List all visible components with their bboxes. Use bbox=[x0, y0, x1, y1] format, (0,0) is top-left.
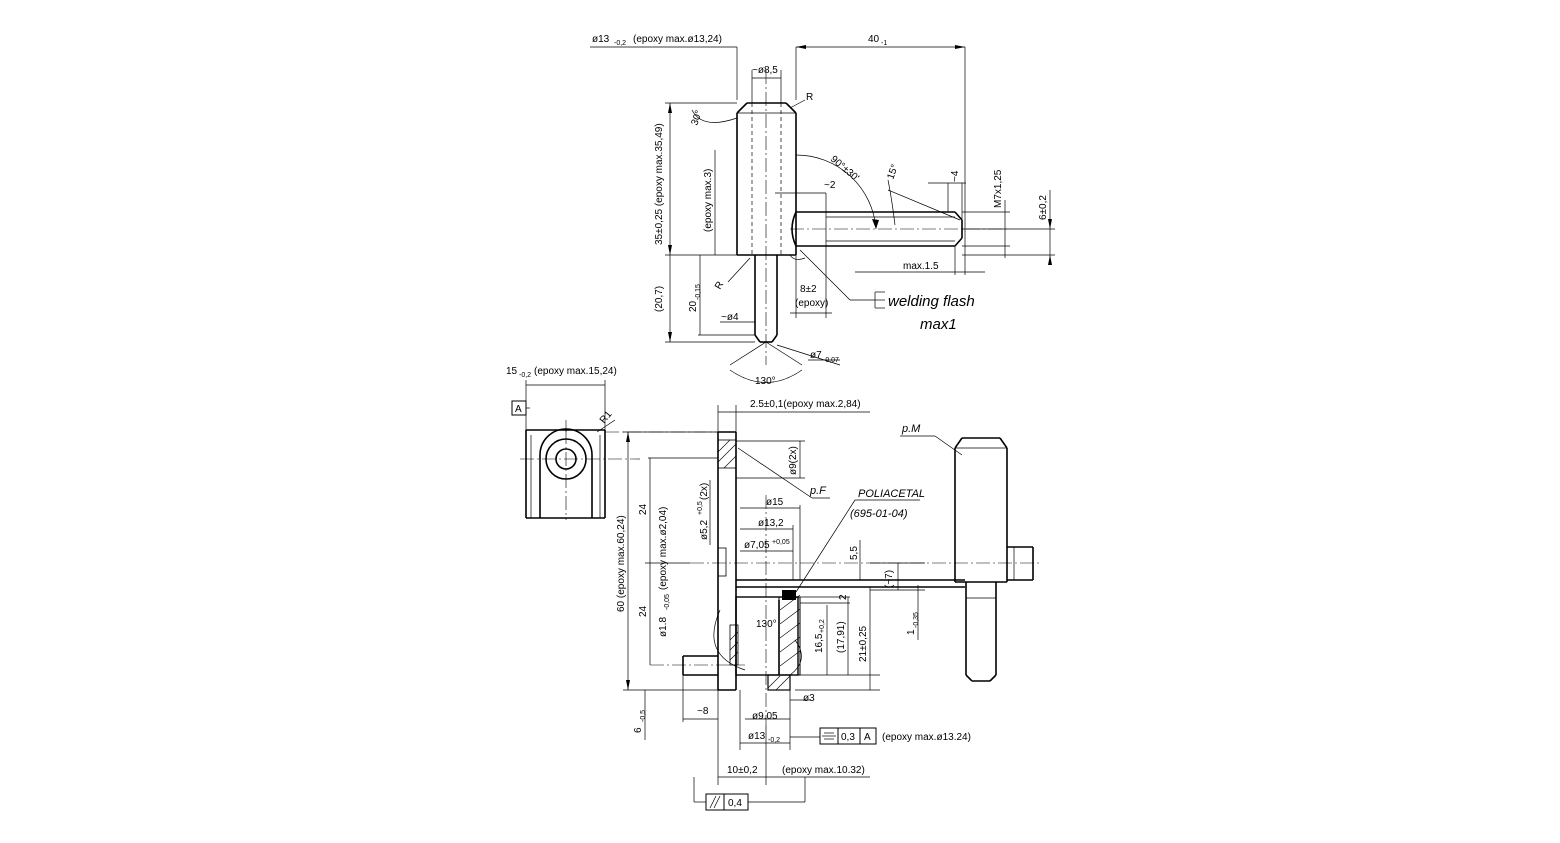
top-view: ø13 -0,2 (epoxy max.ø13,24) 40 -1 ~ø8,5 … bbox=[590, 34, 1055, 387]
dim-dia5-2-count: (2x) bbox=[699, 483, 710, 500]
dim-m7: M7x1,25 bbox=[993, 169, 1004, 208]
dim-10: 10±0,2 bbox=[727, 765, 758, 776]
datum-a: A bbox=[515, 404, 522, 415]
dim-2-5: 2.5±0,1(epoxy max.2,84) bbox=[750, 399, 861, 410]
dim-tilde7: (~7) bbox=[884, 570, 895, 588]
dim-5-5: 5,5 bbox=[849, 546, 860, 560]
dim-tilde4: ~4 bbox=[950, 170, 961, 182]
dim-16-5-tol: +0,2 bbox=[819, 619, 826, 633]
dim-130-top: 130° bbox=[755, 376, 776, 387]
dim-130-front: 130° bbox=[756, 619, 777, 630]
label-pf: p.F bbox=[809, 485, 827, 497]
dim-dia13-bottom-tol: -0,2 bbox=[768, 737, 780, 744]
dim-6: 6±0,2 bbox=[1038, 195, 1049, 220]
dim-dia7-tol: -0,07 bbox=[823, 357, 839, 364]
material-label: POLIACETAL bbox=[858, 488, 925, 500]
dim-35: 35±0,25 (epoxy max.35,49) bbox=[654, 123, 665, 245]
dim-dia9: ø9(2x) bbox=[788, 446, 799, 475]
dim-16-5: 16,5 bbox=[814, 633, 825, 653]
dim-1: 1 bbox=[906, 629, 917, 635]
dim-dia1-8-tol: -0,05 bbox=[664, 594, 671, 610]
dim-dia1-8: ø1.8 bbox=[658, 617, 669, 637]
dim-dia13-top: ø13 bbox=[592, 34, 610, 45]
dim-r-top: R bbox=[806, 92, 813, 103]
dim-17-91: (17,91) bbox=[836, 621, 847, 653]
dim-15-epoxy: (epoxy max.15,24) bbox=[534, 366, 617, 377]
dim-dia2-04: (epoxy max.ø2,04) bbox=[658, 507, 669, 590]
dim-20-7: (20,7) bbox=[654, 286, 665, 312]
dim-dia13-top-tol: -0,2 bbox=[614, 40, 626, 47]
side-view: 15 -0,2 (epoxy max.15,24) A R1 bbox=[506, 366, 640, 520]
dim-6-front-tol: -0,5 bbox=[640, 710, 647, 722]
dim-15: 15 bbox=[506, 366, 518, 377]
welding-note-line1: welding flash bbox=[888, 293, 975, 310]
dim-dia13-2: ø13,2 bbox=[758, 518, 784, 529]
dim-epoxy3: (epoxy max.3) bbox=[703, 169, 714, 232]
dim-dia4: ~ø4 bbox=[721, 312, 739, 323]
tol-sym-epoxy: (epoxy max.ø13.24) bbox=[882, 732, 971, 743]
label-pm: p.M bbox=[901, 423, 921, 435]
dim-dia3: ø3 bbox=[803, 693, 815, 704]
dim-8: 8±2 bbox=[800, 284, 817, 295]
dim-dia7-05-tol: +0,05 bbox=[772, 539, 790, 546]
dim-20-tol: -0,15 bbox=[695, 284, 702, 300]
tol-sym-value: 0,3 bbox=[841, 732, 855, 743]
dim-dia5-2-tol: +0,5 bbox=[697, 501, 704, 515]
dim-r1: R1 bbox=[598, 409, 615, 426]
dim-dia13-top-epoxy: (epoxy max.ø13,24) bbox=[633, 34, 722, 45]
dim-2: 2 bbox=[838, 594, 849, 600]
iso-view: p.M bbox=[900, 423, 1034, 682]
dim-6-front: 6 bbox=[633, 727, 644, 733]
dim-dia5-2: ø5,2 bbox=[699, 520, 710, 540]
dim-dia9-05: ø9.05 bbox=[752, 711, 778, 722]
dim-8-epoxy: (epoxy) bbox=[795, 298, 828, 309]
tol-parallel-value: 0,4 bbox=[728, 798, 742, 809]
front-view: 2.5±0,1(epoxy max.2,84) ø9(2x) p.F ø5,2 … bbox=[605, 399, 1040, 811]
dim-10-epoxy: (epoxy max.10.32) bbox=[782, 765, 865, 776]
dim-max15: max.1.5 bbox=[903, 261, 939, 272]
dim-dia7-05: ø7,05 bbox=[744, 540, 770, 551]
dim-1-tol: -0,35 bbox=[913, 612, 920, 628]
dim-24-top: 24 bbox=[638, 503, 649, 515]
dim-dia8-5: ~ø8,5 bbox=[752, 65, 778, 76]
dim-15deg: 15° bbox=[885, 163, 901, 181]
dim-tilde8: ~8 bbox=[697, 706, 709, 717]
dim-dia7: ø7 bbox=[810, 350, 822, 361]
welding-note-line2: max1 bbox=[920, 316, 957, 333]
dim-40-tol: -1 bbox=[881, 40, 887, 47]
dim-21: 21±0,25 bbox=[858, 625, 869, 662]
dim-24-bottom: 24 bbox=[638, 605, 649, 617]
dim-tilde2: ~2 bbox=[824, 180, 836, 191]
dim-60: 60 (epoxy max.60,24) bbox=[616, 515, 627, 612]
dim-20: 20 bbox=[688, 300, 699, 312]
dim-dia15: ø15 bbox=[766, 497, 784, 508]
dim-15-tol: -0,2 bbox=[519, 372, 531, 379]
dim-r-bottom: R bbox=[713, 280, 726, 292]
material-code: (695-01-04) bbox=[850, 508, 908, 520]
dim-dia13-bottom: ø13 bbox=[748, 731, 766, 742]
dim-30deg: 30° bbox=[689, 109, 705, 127]
dim-40: 40 bbox=[868, 34, 880, 45]
tol-sym-datum: A bbox=[864, 732, 871, 743]
